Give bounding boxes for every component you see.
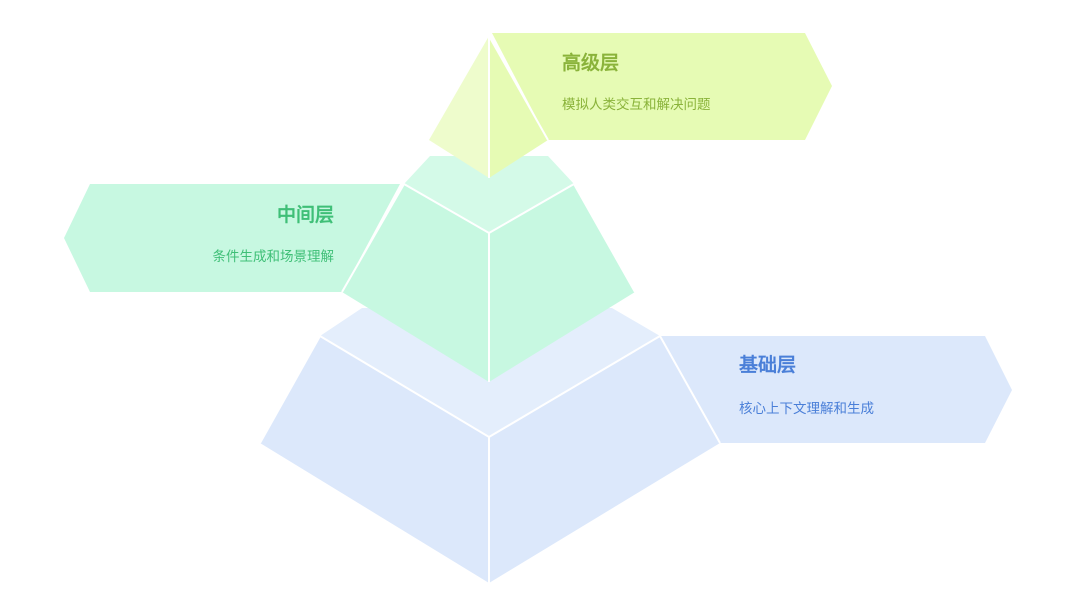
base-layer-right-face <box>489 336 720 583</box>
top-layer-description: 模拟人类交互和解决问题 <box>562 97 711 113</box>
top-layer-right-face <box>489 36 548 178</box>
middle-layer-banner <box>64 184 400 292</box>
base-layer-banner <box>660 336 1012 443</box>
middle-layer-left-face <box>342 184 489 382</box>
top-layer-left-face <box>429 36 489 178</box>
base-layer-title: 基础层 <box>739 354 797 376</box>
middle-layer-title: 中间层 <box>276 204 334 226</box>
top-layer-left-edge <box>488 35 549 141</box>
middle-layer-top-face <box>404 156 574 233</box>
middle-layer-right-face <box>489 184 635 382</box>
middle-layer-description: 条件生成和场景理解 <box>212 249 335 265</box>
base-layer-description: 核心上下文理解和生成 <box>739 401 874 417</box>
base-layer-left-face <box>260 336 489 583</box>
top-layer-banner <box>492 33 832 140</box>
top-layer-title: 高级层 <box>562 52 620 74</box>
